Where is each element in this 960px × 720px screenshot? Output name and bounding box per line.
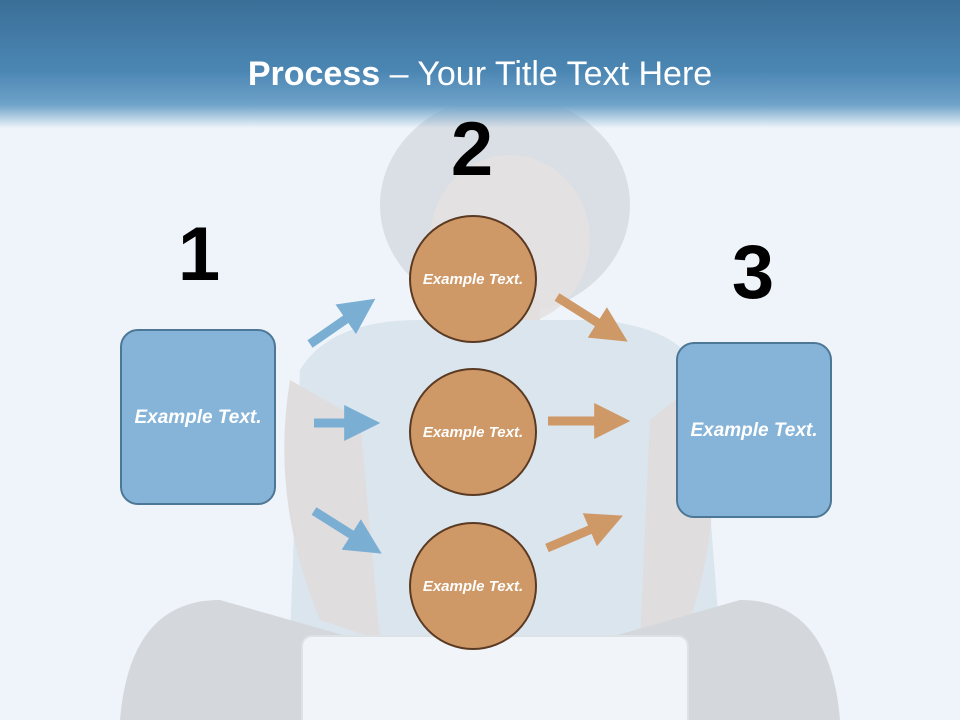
step-number-2: 2 xyxy=(450,107,494,192)
step-3-box: Example Text. xyxy=(676,342,832,518)
title-bold: Process xyxy=(247,55,381,93)
circle-text: Example Text. xyxy=(422,577,524,595)
circle-text: Example Text. xyxy=(422,270,524,288)
circle-text: Example Text. xyxy=(422,423,524,441)
step-2-circle-middle: Example Text. xyxy=(409,368,537,496)
title-banner xyxy=(0,0,960,128)
step-3-text: Example Text. xyxy=(690,419,818,441)
step-2-circle-top: Example Text. xyxy=(409,215,537,343)
step-number-1: 1 xyxy=(177,212,221,297)
slide-title: Process – Your Title Text Here xyxy=(0,50,960,98)
step-1-box: Example Text. xyxy=(120,329,276,505)
step-1-text: Example Text. xyxy=(134,406,262,428)
step-number-3: 3 xyxy=(731,230,775,315)
title-rest: – Your Title Text Here xyxy=(380,55,713,93)
step-2-circle-bottom: Example Text. xyxy=(409,522,537,650)
